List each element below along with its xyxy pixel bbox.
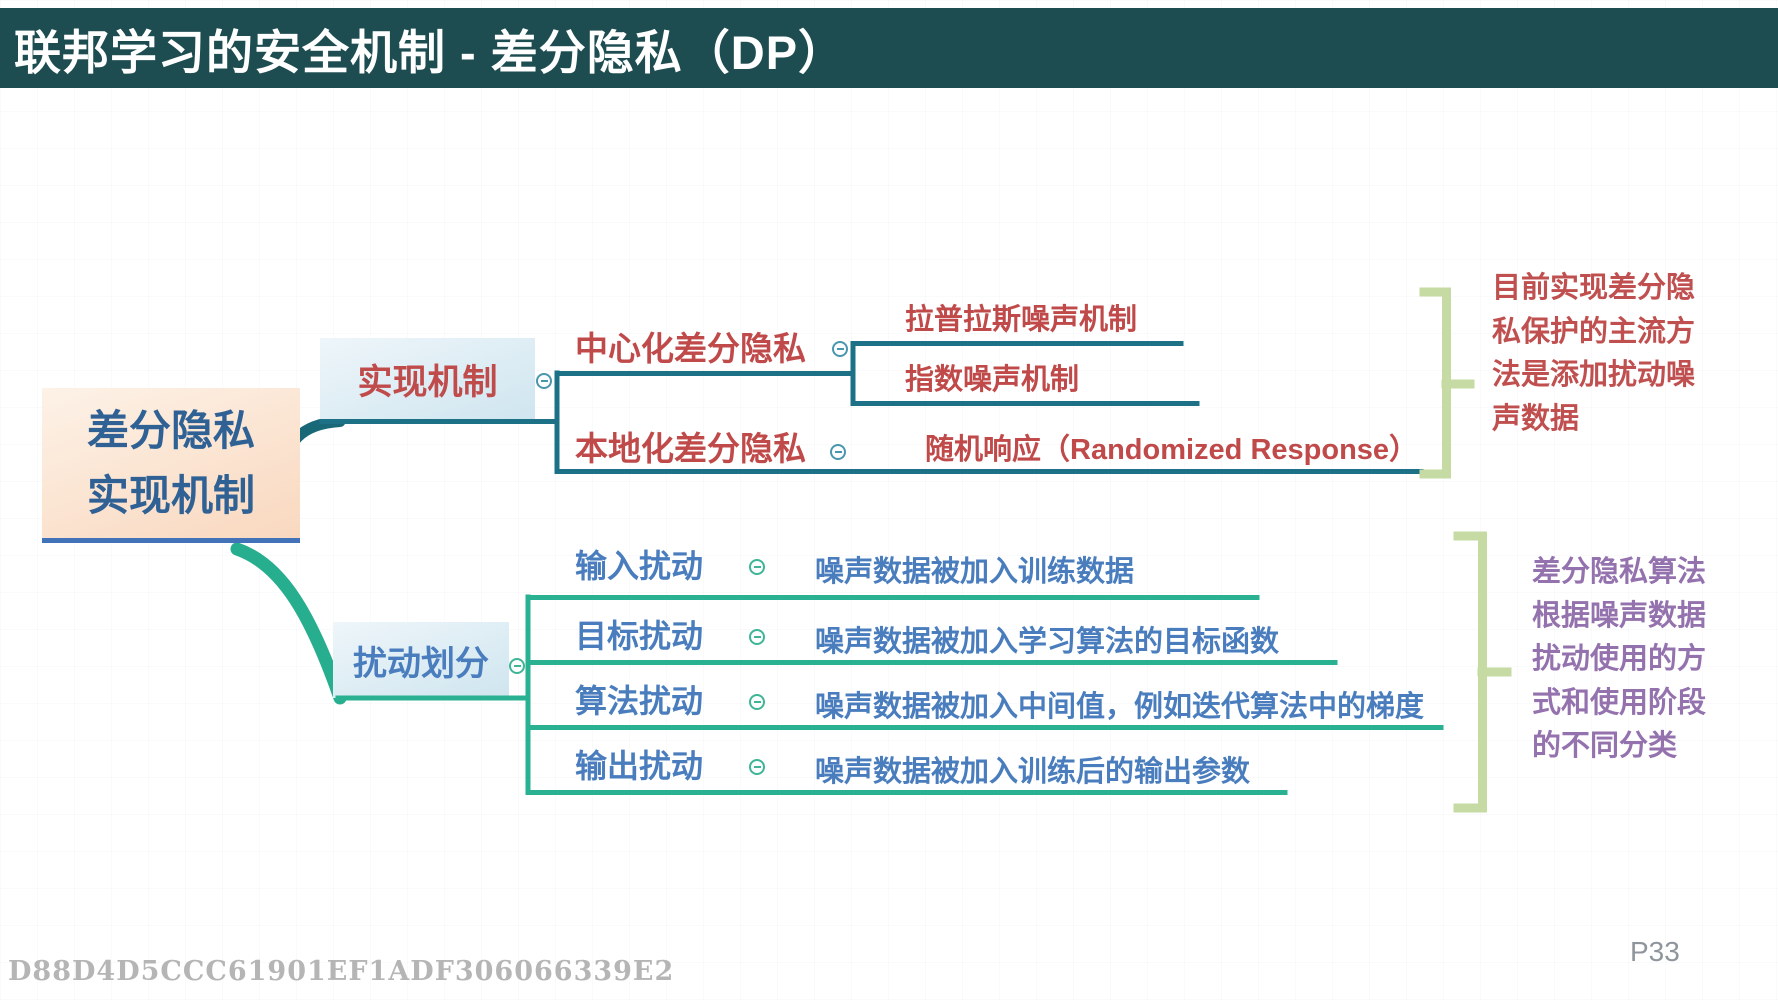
watermark-text: D88D4D5CCC61901EF1ADF306066339E2 — [8, 956, 675, 987]
root-node-line1: 差分隐私 — [86, 405, 255, 455]
collapse-icon-output[interactable] — [749, 759, 765, 775]
desc-algorithm-perturbation: 噪声数据被加入中间值，例如迭代算法中的梯度 — [815, 689, 1425, 723]
root-node-line2: 实现机制 — [86, 471, 255, 520]
collapse-icon-perturb[interactable] — [509, 658, 525, 674]
bracket-impl-icon — [1419, 287, 1451, 479]
slide-header: 联邦学习的安全机制 - 差分隐私（DP） — [0, 8, 1778, 88]
node-output-perturbation: 输出扰动 — [575, 747, 704, 785]
collapse-icon-impl[interactable] — [536, 373, 552, 389]
page-number: P33 — [1630, 936, 1680, 967]
node-algorithm-perturbation: 算法扰动 — [575, 682, 704, 720]
desc-input-perturbation: 噪声数据被加入训练数据 — [815, 554, 1135, 588]
node-input-perturbation: 输入扰动 — [575, 547, 704, 585]
node-exponential-noise: 指数噪声机制 — [905, 364, 1080, 396]
desc-objective-perturbation: 噪声数据被加入学习算法的目标函数 — [815, 624, 1280, 658]
desc-output-perturbation: 噪声数据被加入训练后的输出参数 — [815, 754, 1251, 788]
branch-perturb-label: 扰动划分 — [353, 643, 489, 684]
branch-impl-node: 实现机制 — [320, 338, 535, 421]
collapse-icon-algorithm[interactable] — [749, 694, 765, 710]
slide-title: 联邦学习的安全机制 - 差分隐私（DP） — [14, 25, 847, 79]
node-centralized-dp: 中心化差分隐私 — [575, 330, 806, 367]
node-laplace-noise: 拉普拉斯噪声机制 — [905, 304, 1138, 336]
collapse-icon-localized[interactable] — [830, 444, 846, 460]
branch-perturb-node: 扰动划分 — [333, 622, 509, 698]
collapse-icon-input[interactable] — [749, 559, 765, 575]
branch-impl-label: 实现机制 — [357, 362, 498, 403]
collapse-icon-objective[interactable] — [749, 629, 765, 645]
annotation-impl: 目前实现差分隐私保护的主流方法是添加扰动噪声数据 — [1492, 270, 1696, 435]
node-objective-perturbation: 目标扰动 — [575, 617, 704, 655]
bracket-perturb-icon — [1453, 531, 1487, 813]
node-randomized-response: 随机响应（Randomized Response） — [925, 434, 1419, 466]
annotation-perturb: 差分隐私算法根据噪声数据扰动使用的方式和使用阶段的不同分类 — [1532, 554, 1707, 762]
curve-perturb-branch — [230, 542, 347, 705]
collapse-icon-centralized[interactable] — [832, 341, 848, 357]
root-node: 差分隐私 实现机制 — [42, 388, 300, 543]
node-localized-dp: 本地化差分隐私 — [575, 430, 806, 467]
